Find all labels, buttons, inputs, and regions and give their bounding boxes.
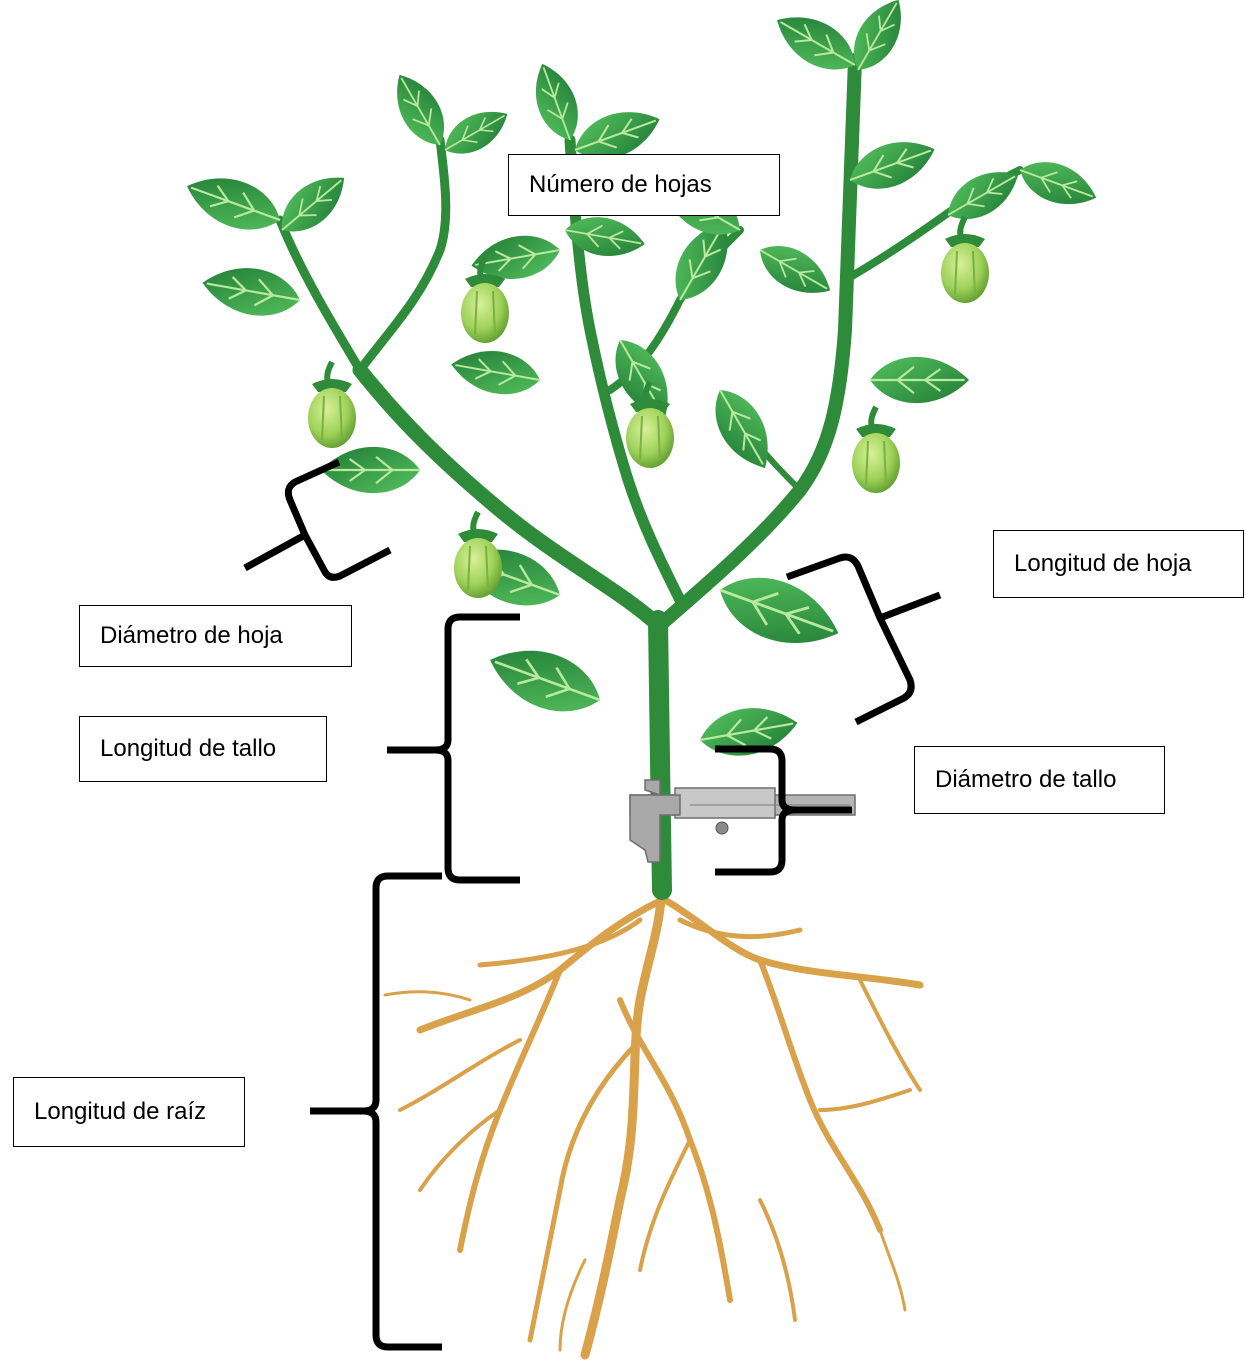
- label-numero-hojas: Número de hojas: [508, 154, 780, 216]
- label-longitud-hoja: Longitud de hoja: [993, 530, 1244, 598]
- brackets: [245, 462, 940, 1347]
- label-diametro-hoja: Diámetro de hoja: [79, 605, 352, 667]
- label-diametro-tallo: Diámetro de tallo: [914, 746, 1165, 814]
- label-longitud-raiz: Longitud de raíz: [13, 1077, 245, 1147]
- label-longitud-tallo: Longitud de tallo: [79, 716, 327, 782]
- bracket-longitud-raiz: [310, 876, 442, 1347]
- roots: [385, 885, 920, 1355]
